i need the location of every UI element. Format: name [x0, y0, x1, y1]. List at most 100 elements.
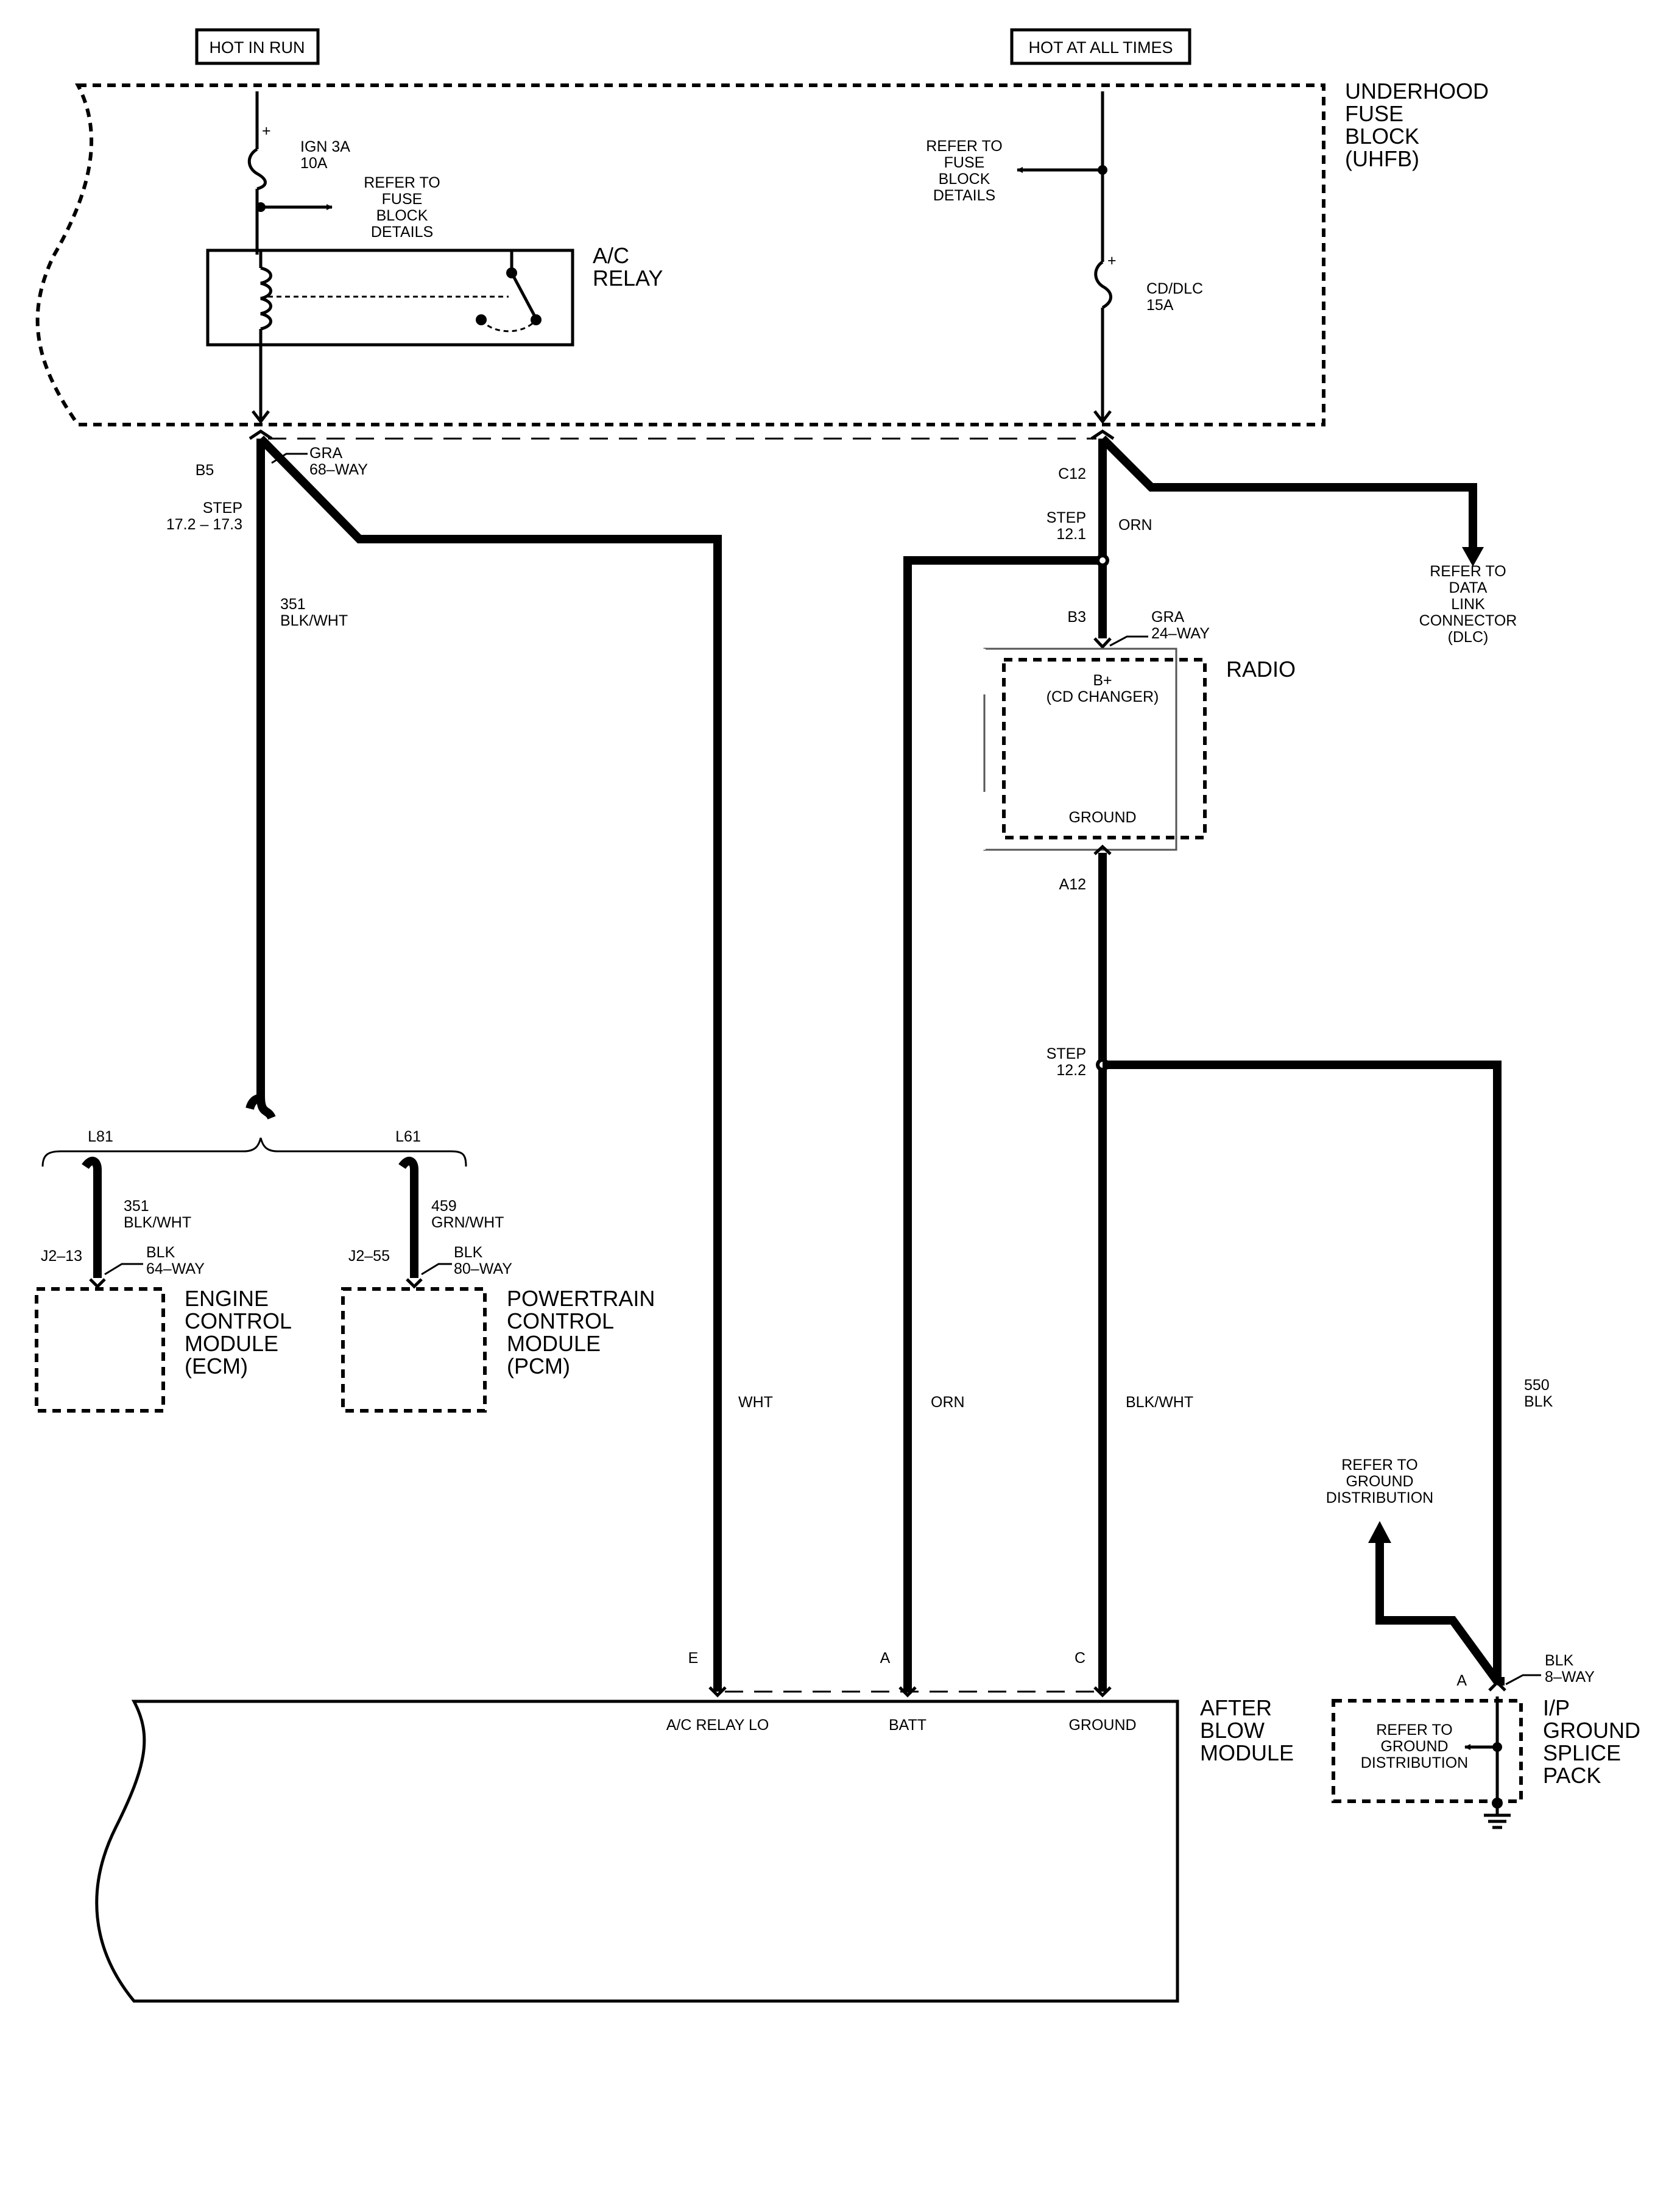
svg-text:+: +	[262, 122, 271, 139]
splice-pack-box	[1332, 1699, 1523, 1803]
svg-text:STEP: STEP	[1046, 1045, 1086, 1062]
svg-text:(ECM): (ECM)	[185, 1354, 248, 1379]
step-17-2: STEP 17.2 – 17.3	[166, 500, 242, 533]
svg-text:CONTROL: CONTROL	[507, 1308, 614, 1333]
pin-e: E	[688, 1650, 699, 1667]
svg-text:BLOCK: BLOCK	[376, 207, 428, 224]
svg-text:GRN/WHT: GRN/WHT	[431, 1214, 504, 1231]
svg-text:FUSE: FUSE	[1345, 101, 1403, 126]
svg-text:A/C: A/C	[593, 243, 629, 268]
svg-text:8–WAY: 8–WAY	[1545, 1668, 1595, 1686]
ac-relay	[206, 249, 574, 347]
svg-text:351: 351	[280, 596, 306, 613]
svg-text:12.2: 12.2	[1056, 1062, 1086, 1079]
pin-a-splice: A	[1456, 1672, 1467, 1689]
batt-wire	[903, 556, 1103, 1692]
label-ac-relay-lo: A/C RELAY LO	[666, 1717, 769, 1734]
ecm-wire-label: 351 BLK/WHT	[124, 1198, 191, 1231]
svg-text:GROUND: GROUND	[1346, 1473, 1413, 1490]
svg-text:CONTROL: CONTROL	[185, 1308, 292, 1333]
radio-cd-changer: (CD CHANGER)	[1046, 688, 1159, 705]
svg-text:DISTRIBUTION: DISTRIBUTION	[1326, 1489, 1433, 1506]
radio-name: RADIO	[1226, 657, 1296, 682]
fuse-block-outline	[35, 83, 1325, 426]
refer-fuse-left: REFER TO FUSE BLOCK DETAILS	[364, 174, 440, 241]
svg-text:(PCM): (PCM)	[507, 1354, 570, 1379]
pin-c: C	[1075, 1650, 1085, 1667]
svg-text:BLK/WHT: BLK/WHT	[124, 1214, 191, 1231]
after-blow-module-box	[95, 1700, 1179, 2003]
svg-text:GRA: GRA	[309, 445, 343, 462]
pin-a: A	[880, 1650, 891, 1667]
svg-text:BLOCK: BLOCK	[1345, 124, 1419, 149]
svg-text:12.1: 12.1	[1056, 526, 1086, 543]
pin-b5: B5	[196, 462, 214, 479]
ground-symbol-icon	[1484, 1803, 1511, 1829]
svg-text:CONNECTOR: CONNECTOR	[1419, 612, 1517, 629]
svg-text:15A: 15A	[1146, 297, 1174, 314]
ecm-name: ENGINE CONTROL MODULE (ECM)	[185, 1286, 292, 1379]
svg-text:BLK: BLK	[146, 1244, 175, 1261]
svg-text:BLK: BLK	[1524, 1393, 1553, 1410]
svg-text:BLK: BLK	[1545, 1652, 1574, 1669]
refer-dlc: REFER TO DATA LINK CONNECTOR (DLC)	[1419, 563, 1517, 646]
radio-box	[983, 648, 1207, 851]
pin-j2-13: J2–13	[41, 1248, 82, 1265]
wire-351-label: 351 BLK/WHT	[280, 596, 348, 629]
header-hot-at-all-times: HOT AT ALL TIMES	[1010, 28, 1191, 65]
svg-text:SPLICE: SPLICE	[1543, 1740, 1621, 1765]
pcm-wire-label: 459 GRN/WHT	[431, 1198, 504, 1231]
svg-text:80–WAY: 80–WAY	[454, 1260, 512, 1277]
radio-conn-label: GRA 24–WAY	[1151, 609, 1210, 642]
radio-b-plus: B+	[1093, 672, 1112, 689]
fuse-ign-3a: 10A IGN 3A 10A +	[247, 91, 350, 255]
header-hot-at-all-times-label: HOT AT ALL TIMES	[1028, 38, 1173, 57]
svg-text:459: 459	[431, 1198, 457, 1215]
refer-fuse-right: REFER TO FUSE BLOCK DETAILS	[926, 138, 1003, 204]
svg-text:PACK: PACK	[1543, 1763, 1601, 1788]
orn-lower-label: ORN	[931, 1394, 965, 1411]
svg-text:AFTER: AFTER	[1200, 1695, 1272, 1720]
label-ground: GROUND	[1068, 1717, 1136, 1734]
svg-text:351: 351	[124, 1198, 149, 1215]
svg-text:REFER TO: REFER TO	[926, 138, 1003, 155]
svg-text:RELAY: RELAY	[593, 266, 663, 291]
svg-text:MODULE: MODULE	[185, 1331, 278, 1356]
after-blow-name: AFTER BLOW MODULE	[1200, 1695, 1294, 1765]
svg-text:DETAILS: DETAILS	[933, 187, 995, 204]
svg-text:POWERTRAIN: POWERTRAIN	[507, 1286, 655, 1311]
option-l81: L81	[88, 1128, 113, 1145]
svg-text:REFER TO: REFER TO	[364, 174, 440, 191]
svg-text:DATA: DATA	[1449, 579, 1488, 596]
left-conn-label: GRA 68–WAY	[309, 445, 368, 478]
orn-label: ORN	[1118, 517, 1152, 534]
radio-ground: GROUND	[1068, 809, 1136, 826]
svg-text:BLOW: BLOW	[1200, 1718, 1265, 1743]
svg-text:(DLC): (DLC)	[1448, 629, 1489, 646]
svg-text:MODULE: MODULE	[1200, 1740, 1294, 1765]
fuse-cd-dlc: CD/DLC 15A	[1146, 280, 1203, 314]
svg-text:I/P: I/P	[1543, 1695, 1570, 1720]
dlc-wire	[1099, 436, 1477, 556]
svg-text:24–WAY: 24–WAY	[1151, 625, 1210, 642]
pcm-conn-label: BLK 80–WAY	[454, 1244, 512, 1277]
header-hot-in-run: HOT IN RUN	[195, 28, 320, 65]
svg-text:BLOCK: BLOCK	[939, 171, 990, 188]
svg-text:550: 550	[1524, 1377, 1550, 1394]
svg-text:FUSE: FUSE	[382, 191, 423, 208]
refer-ground-top: REFER TO GROUND DISTRIBUTION	[1326, 1456, 1433, 1506]
gnd-550-wire	[1103, 1061, 1502, 1681]
splice-pack-name: I/P GROUND SPLICE PACK	[1543, 1695, 1640, 1788]
header-hot-in-run-label: HOT IN RUN	[209, 38, 305, 57]
pcm-name: POWERTRAIN CONTROL MODULE (PCM)	[507, 1286, 655, 1379]
label-batt: BATT	[889, 1717, 926, 1734]
svg-text:REFER TO: REFER TO	[1341, 1456, 1418, 1474]
relay-name: A/C RELAY	[593, 243, 663, 291]
blk-wht-label: BLK/WHT	[1126, 1394, 1193, 1411]
step-12-1: STEP 12.1	[1046, 509, 1086, 543]
svg-text:IGN 3A: IGN 3A	[300, 138, 350, 155]
svg-text:FUSE: FUSE	[944, 154, 985, 171]
svg-text:DETAILS: DETAILS	[371, 224, 433, 241]
left-wire	[256, 436, 722, 1692]
